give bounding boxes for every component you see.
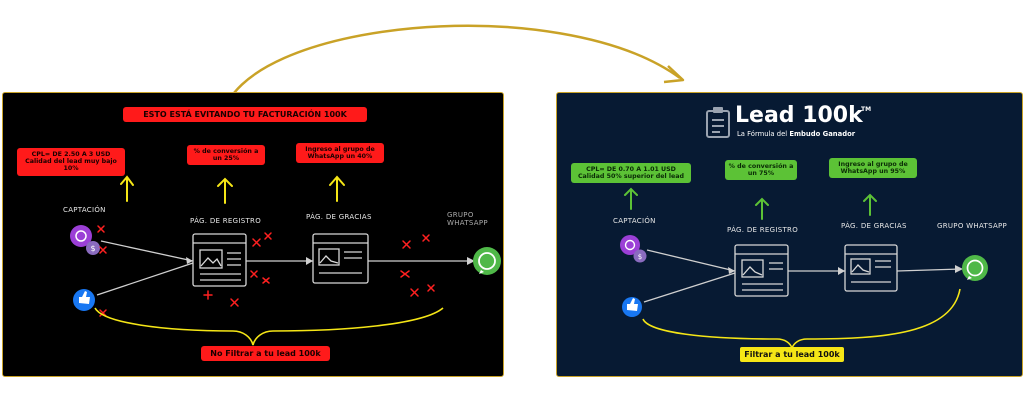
left-banner: ESTO ESTÁ EVITANDO TU FACTURACIÓN 100K [123,107,367,123]
logo-tm: TM [861,106,872,113]
right-cpl-label: CPL= DE 0.70 A 1.01 USD Calidad 50% supe… [571,163,691,184]
left-flow-diagram: $ [70,175,501,346]
right-gracias-label: PÁG. DE GRACIAS [841,222,907,230]
left-funnel-panel: ESTO ESTÁ EVITANDO TU FACTURACIÓN 100K C… [2,92,504,377]
right-flow-diagram: $ [620,187,988,351]
left-cpl-label: CPL= DE 2.50 A 3 USD Calidad del lead mu… [17,148,125,176]
left-up-arrow-2 [217,177,233,204]
left-whatsapp-rate-label: Ingreso al grupo de WhatsApp un 40% [296,143,384,164]
right-grupo-label: GRUPO WHATSAPP [937,222,1008,230]
right-up-arrow-1 [624,187,638,210]
logo-subtitle-b: Embudo Ganador [789,130,856,138]
left-up-arrow-3 [329,175,345,202]
registro-page-icon [192,233,247,287]
right-bottom-label: Filtrar a tu lead 100k [740,347,844,363]
logo-subtitle-a: La Fórmula del [737,130,790,138]
right-registro-page-icon [734,244,789,297]
logo-subtitle: La Fórmula del Embudo Ganador [737,130,855,138]
right-conversion-label: % de conversión a un 75% [725,160,797,181]
right-facebook-like-icon [622,297,642,317]
right-up-arrow-3 [863,193,877,216]
left-up-arrow-1 [120,175,134,202]
facebook-like-icon [73,289,95,311]
red-error-marks [97,225,435,317]
right-up-arrow-2 [755,197,769,220]
gracias-page-icon [312,233,369,284]
left-conversion-label: % de conversión a un 25% [187,145,265,166]
logo-title: Lead 100k [735,103,863,128]
whatsapp-icon [473,247,501,275]
right-registro-label: PÁG. DE REGISTRO [727,226,799,234]
left-registro-label: PÁG. DE REGISTRO [190,217,262,225]
right-whatsapp-icon [962,255,988,281]
right-whatsapp-rate-label: Ingreso al grupo de WhatsApp un 95% [829,158,917,179]
svg-text:$: $ [638,253,642,261]
right-captacion-label: CAPTACIÓN [613,217,656,225]
left-bottom-brace [94,307,444,346]
left-captacion-label: CAPTACIÓN [63,206,106,214]
left-bottom-label: No Filtrar a tu lead 100k [201,346,330,362]
right-funnel-panel: Lead 100k TM La Fórmula del Embudo Ganad… [556,92,1023,377]
left-grupo-label: GRUPO WHATSAPP [447,211,488,227]
right-gracias-page-icon [844,244,898,292]
svg-text:$: $ [90,244,95,253]
left-gracias-label: PÁG. DE GRACIAS [306,213,372,221]
instagram-icon: $ [70,225,100,255]
right-instagram-icon: $ [620,235,647,263]
lead-logo-icon [706,107,730,138]
right-bottom-brace [642,288,961,351]
